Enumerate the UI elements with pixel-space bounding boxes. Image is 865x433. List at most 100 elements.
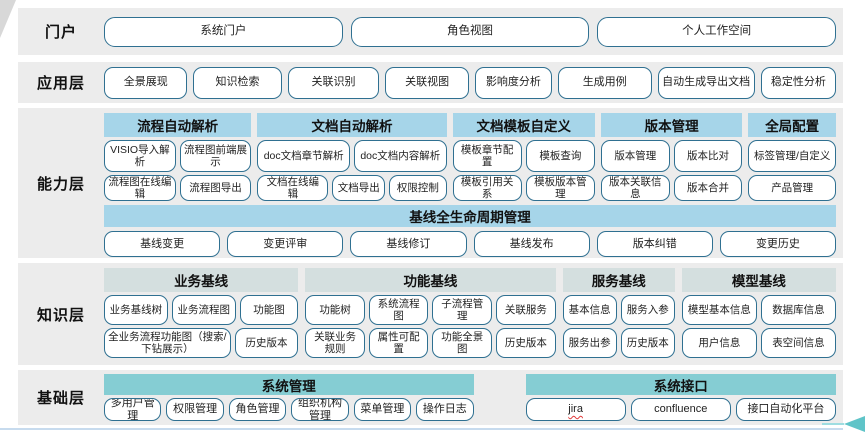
box-row: 业务基线树业务流程图功能图 [104, 295, 299, 325]
portal-items: 系统门户角色视图个人工作空间 [104, 8, 837, 55]
diagram-box: 版本管理 [600, 140, 670, 172]
group-header-baseline-lifecycle: 基线全生命周期管理 [104, 205, 836, 227]
box-row: 版本管理版本比对 [600, 140, 743, 172]
corner-decoration [0, 0, 16, 38]
diagram-box: 全业务流程功能图（搜索/下钻展示） [104, 328, 231, 358]
diagram-box: 关联服务 [496, 295, 556, 325]
diagram-box: 全景展现 [104, 66, 188, 99]
diagram-box: 接口自动化平台 [735, 398, 837, 421]
diagram-box: 用户信息 [681, 328, 757, 358]
diagram-box: 版本关联信息 [600, 175, 670, 201]
box-row: 模型基本信息数据库信息 [681, 295, 836, 325]
diagram-box: 关联业务规则 [305, 328, 365, 358]
group-header: 全局配置 [748, 113, 836, 137]
group-header: 功能基线 [305, 268, 556, 292]
teal-arrow-icon [844, 416, 865, 432]
diagram-box: 服务出参 [562, 328, 617, 358]
diagram-box: VISIO导入解析 [104, 140, 176, 172]
diagram-box: 模板查询 [525, 140, 595, 172]
layer-label-portal: 门户 [44, 24, 77, 41]
group-header: 服务基线 [562, 268, 675, 292]
diagram-box: doc文档章节解析 [257, 140, 350, 172]
diagram-box: 系统流程图 [368, 295, 429, 325]
diagram-box: 版本比对 [673, 140, 743, 172]
diagram-box: 基线修订 [350, 231, 467, 257]
diagram-box: 子流程管理 [432, 295, 493, 325]
capability-group: 版本管理版本管理版本比对版本关联信息版本合并 [600, 113, 743, 201]
layer-label-application: 应用层 [36, 75, 85, 92]
diagram-box: 产品管理 [748, 175, 836, 201]
box-row: 用户信息表空间信息 [681, 328, 836, 358]
box-row: 文档在线编辑文档导出权限控制 [257, 175, 447, 201]
layer-label-capability: 能力层 [36, 175, 85, 193]
box-row: 基本信息服务入参 [562, 295, 675, 325]
diagram-box: 关联视图 [385, 66, 469, 99]
diagram-box: 版本合并 [673, 175, 743, 201]
diagram-box: 表空间信息 [760, 328, 836, 358]
layer-band-knowledge: 知识层 业务基线业务基线树业务流程图功能图全业务流程功能图（搜索/下钻展示）历史… [18, 263, 843, 365]
teal-arrow-tail [822, 423, 844, 425]
diagram-box: 功能图 [239, 295, 299, 325]
diagram-box: 模板引用关系 [452, 175, 522, 201]
diagram-box: 基线变更 [104, 231, 221, 257]
diagram-box: 变更历史 [719, 231, 837, 257]
knowledge-group: 功能基线功能树系统流程图子流程管理关联服务关联业务规则属性可配置功能全景图历史版… [305, 268, 556, 358]
group-header: 系统管理 [104, 374, 474, 395]
knowledge-group: 业务基线业务基线树业务流程图功能图全业务流程功能图（搜索/下钻展示）历史版本 [104, 268, 299, 358]
diagram-box: 数据库信息 [760, 295, 836, 325]
diagram-box: 个人工作空间 [597, 16, 837, 47]
group-header: 文档模板自定义 [452, 113, 595, 137]
diagram-box: 权限控制 [389, 175, 447, 201]
box-row: 功能树系统流程图子流程管理关联服务 [305, 295, 556, 325]
diagram-box: 变更评审 [227, 231, 344, 257]
diagram-box: confluence [630, 398, 731, 421]
diagram-box: 多用户管理 [104, 398, 162, 421]
layer-band-portal: 门户 系统门户角色视图个人工作空间 [18, 8, 843, 55]
diagram-box: 历史版本 [496, 328, 556, 358]
diagram-box: 流程图前端展示 [179, 140, 252, 172]
diagram-box: 操作日志 [416, 398, 474, 421]
diagram-box: 角色视图 [350, 16, 590, 47]
box-row: 服务出参历史版本 [562, 328, 675, 358]
capability-group: 文档模板自定义模板章节配置模板查询模板引用关系模板版本管理 [452, 113, 595, 201]
diagram-box: 属性可配置 [368, 328, 429, 358]
diagram-box: 模板版本管理 [525, 175, 595, 201]
layer-label-knowledge: 知识层 [36, 306, 85, 324]
diagram-box: 业务基线树 [104, 295, 168, 325]
diagram-box: 菜单管理 [353, 398, 412, 421]
diagram-box: 关联识别 [287, 66, 380, 99]
diagram-box: 模型基本信息 [681, 295, 757, 325]
diagram-box: 历史版本 [234, 328, 299, 358]
diagram-box: 生成用例 [557, 66, 652, 99]
knowledge-group: 服务基线基本信息服务入参服务出参历史版本 [562, 268, 675, 358]
diagram-box: 知识检索 [193, 66, 282, 99]
diagram-box: doc文档内容解析 [353, 140, 447, 172]
diagram-box: 版本纠错 [596, 231, 713, 257]
diagram-box: 服务入参 [620, 295, 675, 325]
capability-group: 全局配置标签管理/自定义产品管理 [748, 113, 836, 201]
diagram-box: 系统门户 [104, 16, 343, 47]
knowledge-content: 业务基线业务基线树业务流程图功能图全业务流程功能图（搜索/下钻展示）历史版本功能… [104, 263, 836, 365]
diagram-box: 影响度分析 [474, 66, 552, 99]
box-row: 产品管理 [748, 175, 836, 201]
diagram-box: 稳定性分析 [760, 66, 836, 99]
diagram-box: 标签管理/自定义 [748, 140, 836, 172]
diagram-box: 流程图导出 [179, 175, 252, 201]
diagram-box: 基本信息 [562, 295, 617, 325]
diagram-box: 权限管理 [166, 398, 224, 421]
box-row: 多用户管理权限管理角色管理组织机构管理菜单管理操作日志 [104, 398, 474, 421]
diagram-box: 组织机构管理 [291, 398, 349, 421]
diagram-box: 功能全景图 [432, 328, 493, 358]
diagram-box: 文档导出 [332, 175, 386, 201]
diagram-box: 业务流程图 [171, 295, 236, 325]
box-row: 全业务流程功能图（搜索/下钻展示）历史版本 [104, 328, 299, 358]
diagram-box: 文档在线编辑 [257, 175, 329, 201]
